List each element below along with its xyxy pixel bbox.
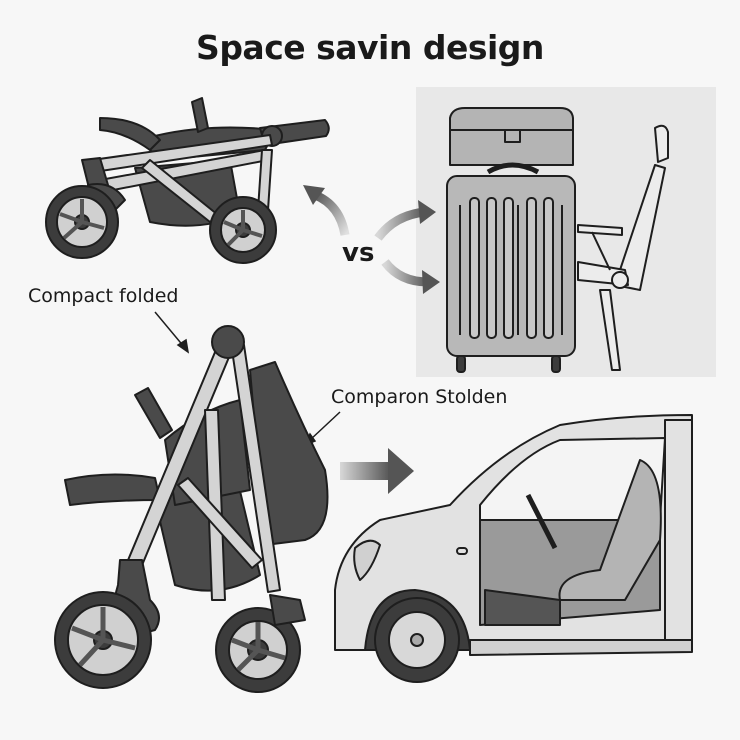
stroller-compact-folded xyxy=(54,325,329,693)
page-title: Space savin design xyxy=(196,28,544,67)
vs-label: vs xyxy=(342,238,375,268)
arrow-head-right-lower-icon xyxy=(422,270,440,294)
arrow-head-left-icon xyxy=(303,185,325,205)
pointer-arrow-compact-icon xyxy=(176,338,190,354)
arrow-to-car-icon xyxy=(340,448,414,494)
stroller-side-folded xyxy=(45,97,330,264)
curved-arrows xyxy=(303,185,440,294)
luggage-comparison xyxy=(446,107,669,373)
arrow-head-right-upper-icon xyxy=(418,200,436,224)
compact-folded-label: Compact folded xyxy=(28,285,179,307)
comparison-folded-label: Comparon Stolden xyxy=(331,386,508,408)
car-open-door xyxy=(334,414,693,683)
